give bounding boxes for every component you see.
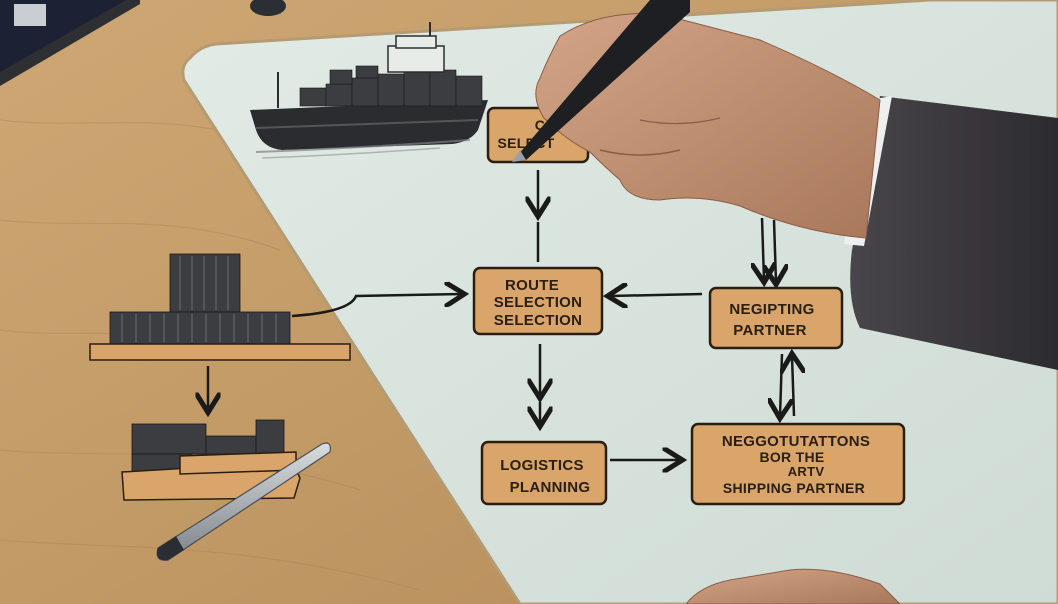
box-negotiation-line3: ARTV <box>788 464 825 479</box>
flow-box-partner: NEGIPTING PARTNER <box>708 286 844 350</box>
box-negotiation-line1: NEGGOTUTATTONS <box>722 433 870 450</box>
box-logistics-line1: LOGISTICS <box>500 457 584 474</box>
resting-hand <box>685 568 901 604</box>
cargo-ship-icon <box>250 22 488 159</box>
box-route-line3: SELECTION <box>494 312 583 329</box>
box-top-line1: C <box>535 117 545 133</box>
box-partner-line1: NEGIPTING <box>729 301 814 318</box>
box-negotiation-line2: BOR THE <box>759 449 824 465</box>
object-top <box>250 0 286 16</box>
box-negotiation-line4: SHIPPING PARTNER <box>723 480 865 496</box>
pen-on-desk <box>156 442 331 561</box>
flow-box-logistics-planning: LOGISTICS PLANNING <box>480 440 608 506</box>
tablet-device <box>0 0 140 86</box>
container-barge-icon <box>121 419 301 501</box>
flow-arrows <box>208 170 794 460</box>
box-partner-line2: PARTNER <box>733 322 807 339</box>
flow-box-negotiations: NEGGOTUTATTONS BOR THE ARTV SHIPPING PAR… <box>690 422 906 506</box>
box-logistics-line2: PLANNING <box>510 479 591 496</box>
flow-box-route-selection: ROUTE SELECTION SELECTION <box>472 266 604 336</box>
box-route-line1: ROUTE <box>505 277 559 294</box>
held-pen <box>512 0 690 162</box>
container-stack-icon <box>89 253 351 361</box>
box-route-line2: SELECTION <box>494 294 583 311</box>
